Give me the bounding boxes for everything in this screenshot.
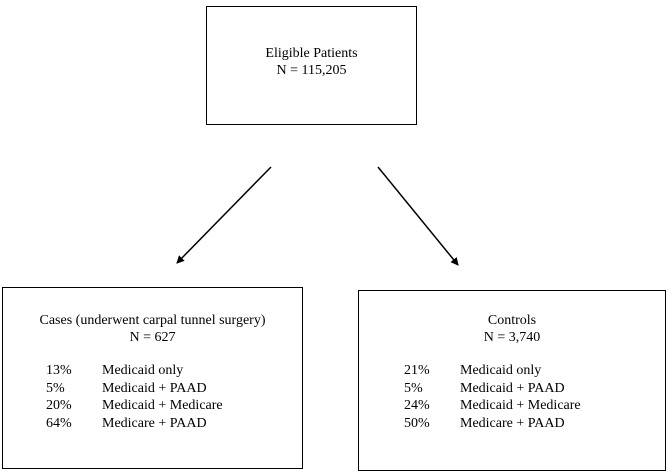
controls-stat-percent: 5%	[404, 380, 423, 396]
controls-stat-label: Medicaid only	[460, 363, 542, 378]
cases-stat-row: 5% Medicaid + PAAD	[46, 380, 223, 398]
eligible-patients-count: N = 115,205	[276, 63, 347, 78]
arrow-to-cases	[176, 166, 272, 264]
eligible-patients-title: Eligible Patients	[265, 46, 358, 61]
cases-stat-row: 64% Medicare + PAAD	[46, 415, 223, 433]
cases-count: N = 627	[129, 330, 176, 345]
cases-stat-percent: 13%	[46, 363, 72, 378]
controls-stat-row: 50% Medicare + PAAD	[404, 415, 581, 433]
controls-stat-label: Medicare + PAAD	[460, 415, 565, 431]
cases-stat-row: 13% Medicaid only	[46, 362, 223, 380]
eligible-patients-box: Eligible Patients N = 115,205	[206, 6, 417, 125]
cases-stat-percent: 5%	[46, 380, 65, 396]
cases-stat-percent: 20%	[46, 398, 72, 414]
controls-stat-percent: 24%	[404, 398, 430, 414]
controls-title: Controls	[487, 313, 537, 328]
cases-stats-list: 13% Medicaid only 5% Medicaid + PAAD 20%…	[46, 362, 223, 432]
cases-stat-label: Medicaid + Medicare	[102, 398, 223, 414]
cases-stat-label: Medicaid + PAAD	[102, 380, 207, 396]
arrow-to-controls	[377, 166, 459, 266]
controls-stat-row: 21% Medicaid only	[404, 362, 581, 380]
controls-stat-percent: 50%	[404, 415, 430, 431]
cases-stat-label: Medicare + PAAD	[102, 415, 207, 431]
cases-title: Cases (underwent carpal tunnel surgery)	[39, 313, 266, 328]
controls-stat-row: 5% Medicaid + PAAD	[404, 380, 581, 398]
controls-stat-label: Medicaid + PAAD	[460, 380, 565, 396]
cases-stat-label: Medicaid only	[102, 363, 184, 378]
controls-stats-list: 21% Medicaid only 5% Medicaid + PAAD 24%…	[404, 362, 581, 432]
cases-stat-row: 20% Medicaid + Medicare	[46, 397, 223, 415]
cases-stat-percent: 64%	[46, 415, 72, 431]
controls-stat-row: 24% Medicaid + Medicare	[404, 397, 581, 415]
controls-stat-percent: 21%	[404, 363, 430, 378]
controls-stat-label: Medicaid + Medicare	[460, 398, 581, 414]
controls-box: Controls N = 3,740 21% Medicaid only 5% …	[358, 290, 666, 471]
cases-box: Cases (underwent carpal tunnel surgery) …	[2, 287, 303, 469]
controls-count: N = 3,740	[483, 330, 541, 345]
